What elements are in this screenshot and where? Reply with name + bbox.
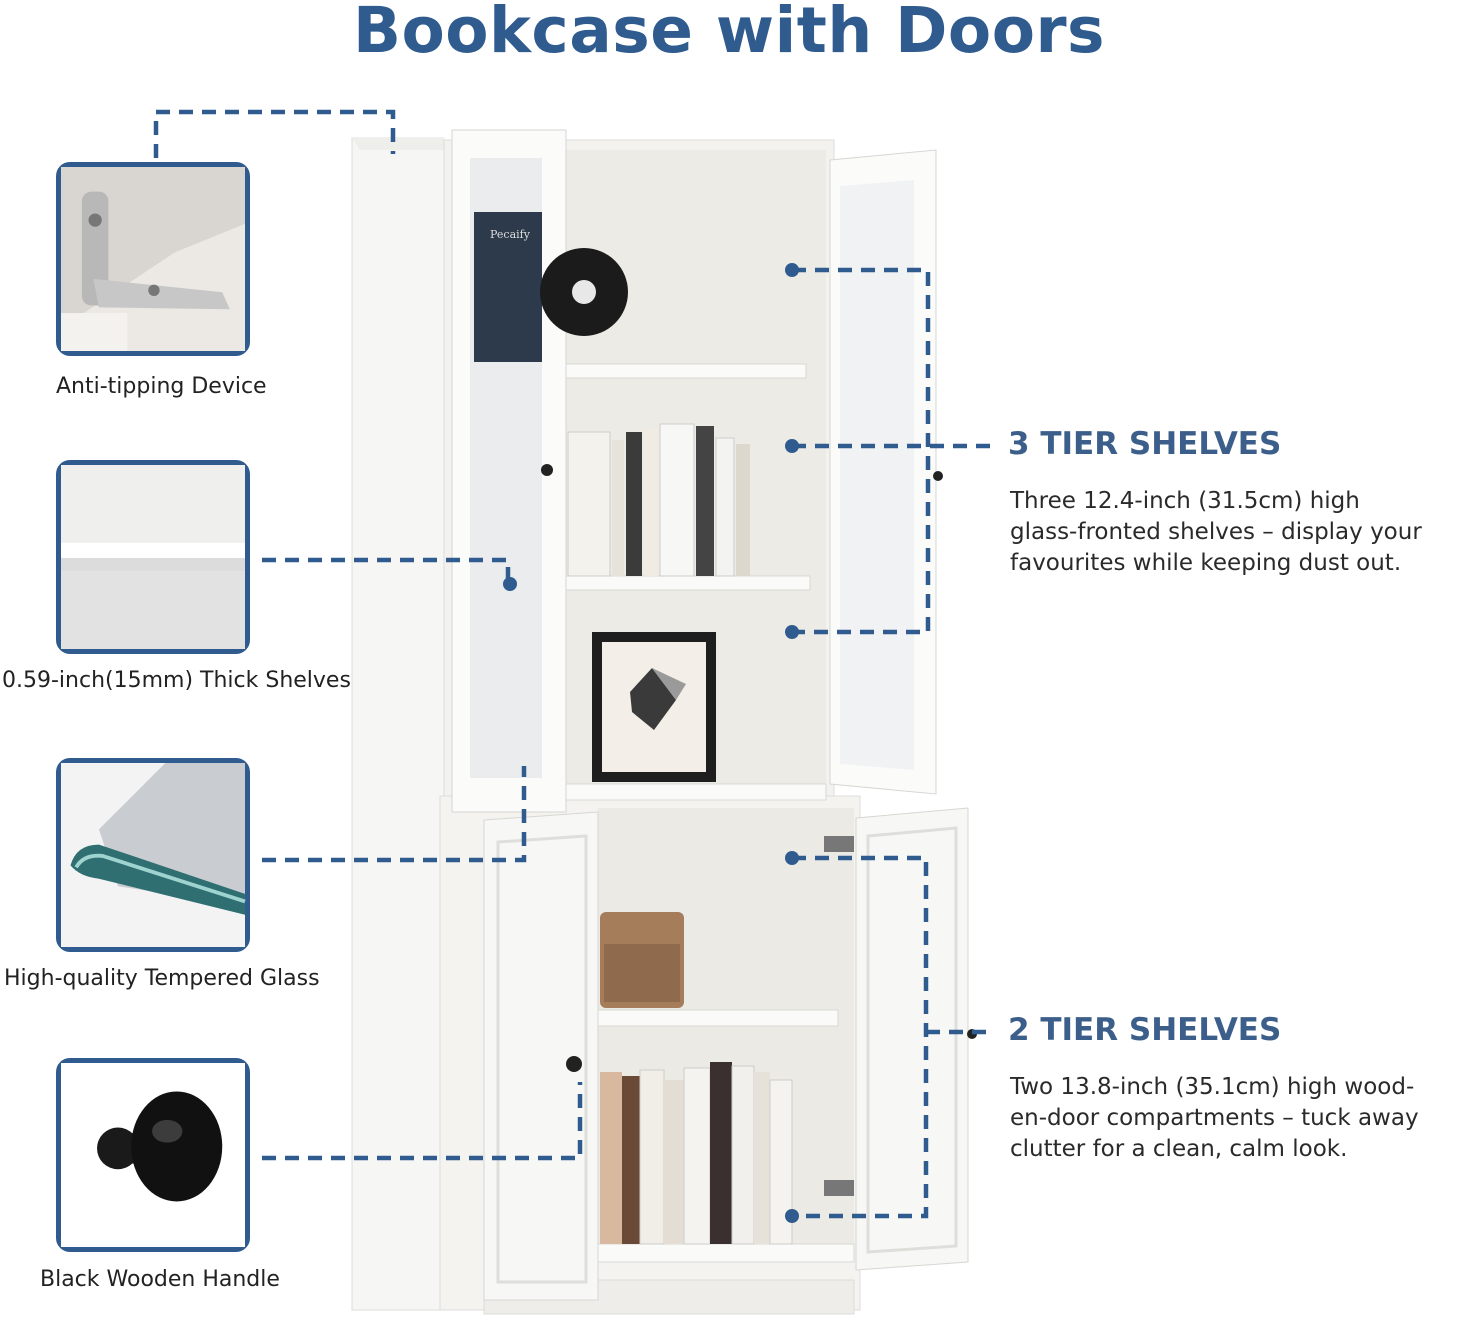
three-tier-line-1: Three 12.4-inch (31.5cm) high (1010, 488, 1360, 514)
black-knob-icon (61, 1063, 245, 1247)
books-middle-shelf (567, 423, 750, 577)
right-wood-door[interactable] (824, 807, 977, 1271)
right-glass-door[interactable] (829, 149, 943, 795)
vinyl-record: Pecaify (474, 212, 628, 362)
two-tier-line-2: en-door compartments – tuck away (1010, 1105, 1419, 1131)
black-handle-thumbnail (56, 1058, 250, 1252)
black-handle-label: Black Wooden Handle (40, 1267, 280, 1292)
three-tier-description: Three 12.4-inch (31.5cm) high glass-fron… (1010, 486, 1422, 579)
thick-shelves-thumbnail (56, 460, 250, 654)
three-tier-heading: 3 TIER SHELVES (1008, 426, 1282, 462)
anti-tipping-thumbnail (56, 162, 250, 356)
books-lower-shelf (600, 1062, 793, 1245)
leader-dots (503, 263, 799, 1223)
two-tier-description: Two 13.8-inch (35.1cm) high wood- en-doo… (1010, 1072, 1419, 1165)
bookcase-illustration: Pecaify (153, 109, 990, 1315)
anti-tipping-label: Anti-tipping Device (56, 374, 267, 399)
anti-tipping-bracket-icon (61, 167, 245, 351)
tempered-glass-icon (61, 763, 246, 947)
two-tier-line-3: clutter for a clean, calm look. (1010, 1136, 1348, 1162)
two-tier-heading: 2 TIER SHELVES (1008, 1012, 1282, 1048)
left-wood-door[interactable] (483, 811, 599, 1301)
svg-text:Pecaify: Pecaify (490, 228, 531, 241)
thick-shelves-label: 0.59-inch(15mm) Thick Shelves (2, 668, 351, 693)
picture-frame (592, 632, 716, 782)
tempered-glass-thumbnail (56, 758, 250, 952)
three-tier-line-2: glass-fronted shelves – display your (1010, 519, 1422, 545)
three-tier-line-3: favourites while keeping dust out. (1010, 550, 1402, 576)
page-title: Bookcase with Doors (352, 0, 1106, 67)
leader-lines (153, 109, 990, 1219)
tempered-glass-label: High-quality Tempered Glass (4, 966, 320, 991)
two-tier-line-1: Two 13.8-inch (35.1cm) high wood- (1010, 1074, 1415, 1100)
lower-shelves (597, 1009, 855, 1263)
thick-shelf-icon (61, 465, 245, 649)
radio-box (600, 912, 684, 1008)
